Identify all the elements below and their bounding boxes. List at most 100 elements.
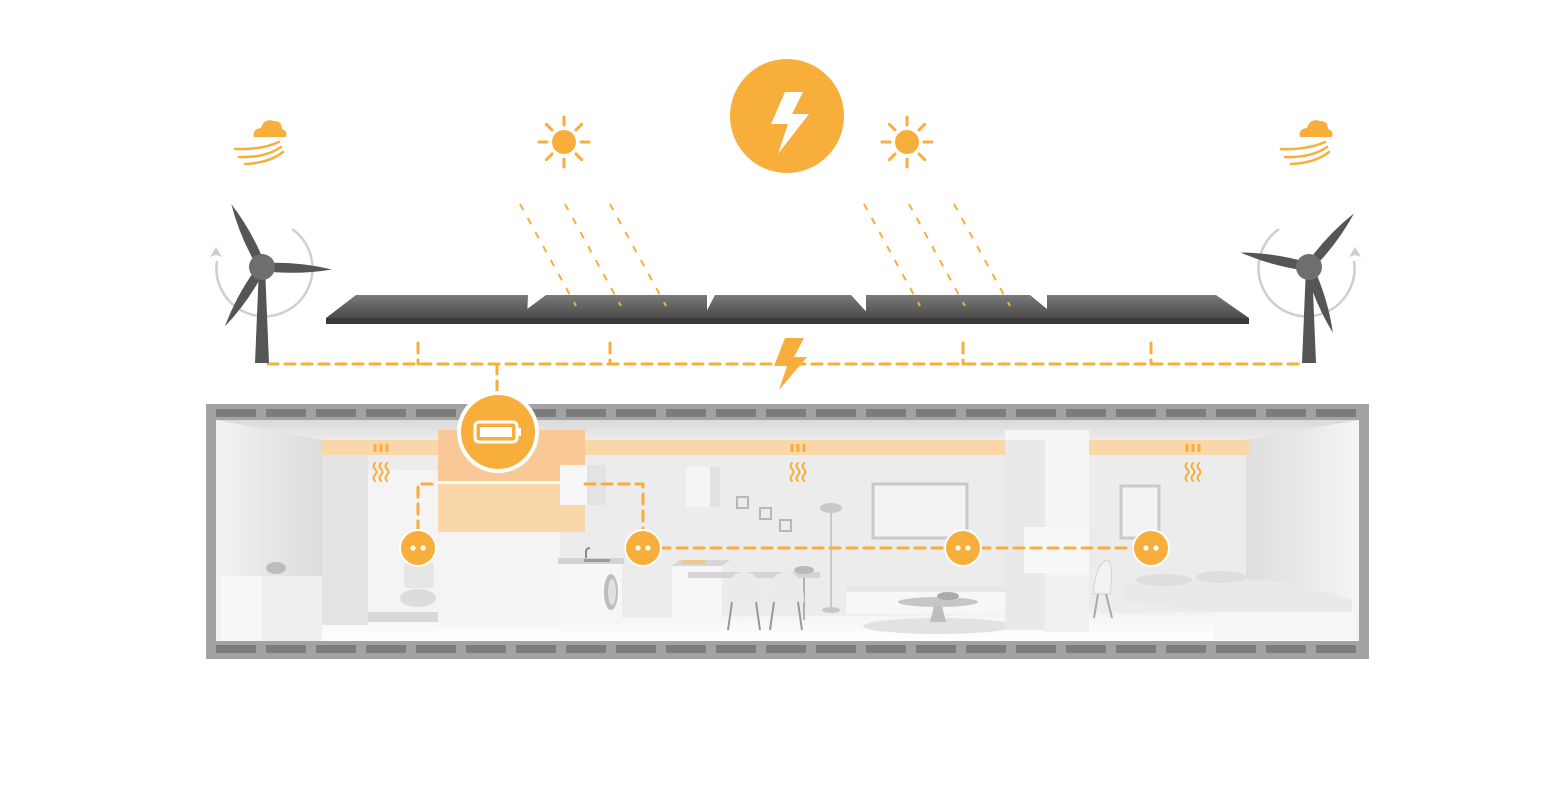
blade-shape <box>1305 213 1354 270</box>
bathroom-cabinet-side <box>262 576 322 641</box>
turbine-blade <box>261 262 332 273</box>
kitchen-wall-cabinet <box>560 465 587 505</box>
wall-frame-small <box>736 496 749 509</box>
blade-shape <box>261 262 332 273</box>
foundation-vent-slot <box>866 645 906 653</box>
bedroom-chair <box>1092 559 1113 595</box>
foundation-vent-slot <box>216 645 256 653</box>
solar-panel-edge <box>1047 318 1249 324</box>
bedroom-partition-cabinet <box>1024 527 1089 573</box>
outlet-hole <box>420 545 426 551</box>
foundation-vent-slot <box>1016 645 1056 653</box>
solar-panel <box>515 295 707 324</box>
rotation-arrow-head <box>1349 247 1361 257</box>
wind-stream <box>243 150 285 166</box>
turbine-blade <box>1240 252 1310 271</box>
roof-vent-slot <box>1116 409 1156 417</box>
outlet-hole <box>645 545 651 551</box>
sun-ray <box>519 203 577 307</box>
foundation-vent-slot <box>1166 645 1206 653</box>
ceiling-heating-strip <box>1089 440 1249 455</box>
sun-ray <box>908 203 966 307</box>
washing-machine-door-inner <box>608 579 616 605</box>
foundation-vent-slot <box>1216 645 1256 653</box>
sun-beam <box>544 122 554 132</box>
rotation-arrow-head <box>210 247 222 257</box>
roof-vent-slot <box>1266 409 1306 417</box>
power-outlet-icon <box>1132 529 1170 567</box>
wind-stream <box>1283 145 1329 159</box>
heat-wave <box>801 462 807 482</box>
turbine-blade <box>1305 265 1333 333</box>
solar-panel <box>326 295 528 324</box>
heat-wave <box>789 462 795 482</box>
sun-icon <box>880 115 934 169</box>
heater-bar <box>1191 444 1195 452</box>
sun-beam <box>574 122 584 132</box>
wall-picture-frame <box>871 482 969 540</box>
heat-waves-icon <box>372 444 390 482</box>
storage-column-divider <box>438 481 585 484</box>
sun-core <box>895 130 919 154</box>
wind-stream <box>233 140 281 151</box>
roof-vent-slot <box>566 409 606 417</box>
power-outlets <box>399 529 1170 567</box>
cloud-shape <box>253 120 287 137</box>
turbine-hub <box>249 254 275 280</box>
blade-shape <box>1240 252 1310 271</box>
bed-base <box>1214 612 1356 640</box>
foundation-vent-slot <box>616 645 656 653</box>
fridge-top-side <box>710 467 720 507</box>
roof-vent-slot <box>966 409 1006 417</box>
sun-ray <box>609 203 667 307</box>
kitchen-faucet <box>585 547 591 558</box>
heat-wave <box>1190 462 1196 482</box>
roof-vent-slot <box>866 409 906 417</box>
rotation-arrow <box>215 227 314 318</box>
wind-cloud-icon <box>233 120 287 166</box>
foundation-vent-slot <box>1116 645 1156 653</box>
roof-vent-slot <box>516 409 556 417</box>
turbine-hub <box>1296 254 1322 280</box>
rug <box>863 618 1013 634</box>
roof-vent-slot <box>266 409 306 417</box>
solar-panel-surface <box>866 295 1058 318</box>
sun-ray <box>953 203 1011 307</box>
heat-wave <box>384 462 390 482</box>
heaters <box>372 444 1202 482</box>
wind-turbines <box>210 204 1361 363</box>
blade-shape <box>224 264 266 327</box>
sun-ray <box>863 203 921 307</box>
bedroom <box>1005 430 1356 640</box>
power-outlet-icon <box>944 529 982 567</box>
toilet-tank <box>404 562 434 588</box>
battery-storage <box>457 391 539 473</box>
cutting-board <box>682 560 706 564</box>
kitchen <box>558 467 792 624</box>
energy-wire <box>583 482 645 550</box>
solar-panel-array <box>326 295 1249 324</box>
chair-leg <box>727 601 733 631</box>
kitchen-wall-cabinet-side <box>587 465 606 505</box>
chair-leg <box>797 601 803 631</box>
roof-vent-slot <box>666 409 706 417</box>
coffee-table-top <box>898 597 978 607</box>
heat-wave <box>1184 462 1190 482</box>
turbine-blade <box>224 264 266 327</box>
solar-panel-edge <box>866 318 1058 324</box>
sun-beam <box>887 152 897 162</box>
ceiling-heating-strip <box>585 440 1005 455</box>
chair-leg <box>755 601 761 631</box>
chair-leg <box>1105 593 1113 619</box>
sun-beam <box>917 152 927 162</box>
foundation-vent-slot <box>766 645 806 653</box>
suns <box>537 115 934 169</box>
wind-stream <box>1279 140 1327 151</box>
solar-panel-surface <box>515 295 707 318</box>
cloud-shape <box>1299 120 1333 137</box>
main-energy-badge <box>730 59 844 173</box>
roof-vent-slot <box>1216 409 1256 417</box>
toilet-bowl <box>400 589 436 607</box>
wind-turbine <box>210 204 332 363</box>
battery-level <box>480 427 512 437</box>
